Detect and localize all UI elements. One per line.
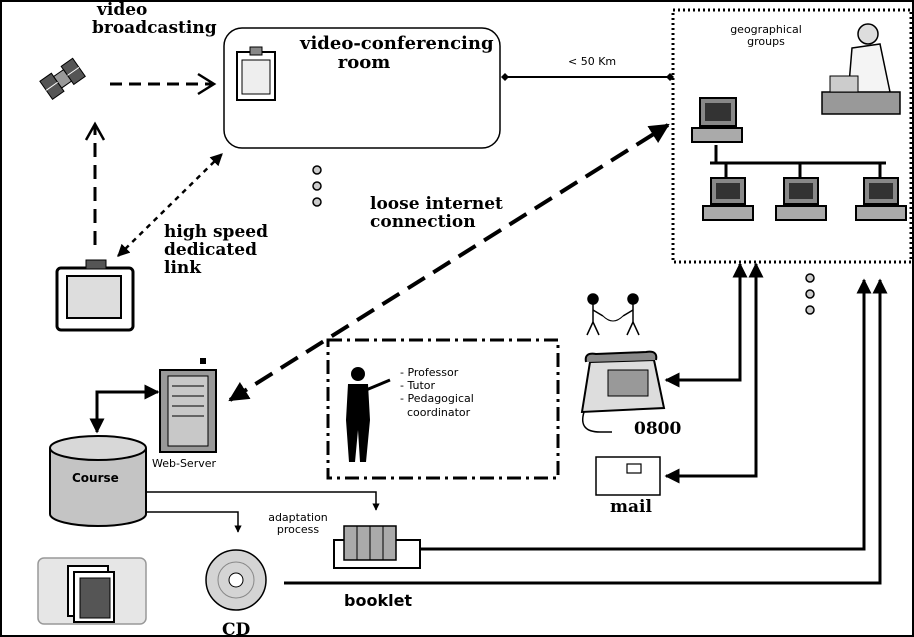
- roles-list: - Professor - Tutor - Pedagogical coordi…: [400, 366, 474, 419]
- mail-label: mail: [610, 497, 652, 517]
- mail-envelope-icon: [595, 456, 661, 496]
- clipboard-icon: [236, 46, 276, 101]
- person-at-desk-icon: [821, 23, 901, 115]
- video-broadcasting-label: video broadcasting: [92, 0, 217, 38]
- web-server-label: Web-Server: [152, 457, 217, 470]
- internet-connection-arrow: [228, 123, 670, 402]
- server-course-link: [89, 384, 160, 434]
- phone-link: [664, 262, 748, 388]
- mail-link: [664, 262, 764, 484]
- telephone-icon: [580, 350, 666, 433]
- high-speed-link-label: high speed dedicated link: [164, 222, 268, 278]
- booklet-link: [420, 278, 872, 551]
- adaptation-process-label: adaptation process: [268, 511, 328, 536]
- cd-link: [284, 278, 888, 585]
- course-label: Course: [72, 471, 119, 485]
- course-cd-arrow: [146, 511, 242, 533]
- presenter-icon: [346, 367, 391, 462]
- booklet-label: booklet: [344, 591, 413, 610]
- phone-number-label: 0800: [634, 419, 682, 439]
- distance-label: < 50 Km: [568, 55, 617, 68]
- web-server-icon: [159, 358, 217, 453]
- course-booklet-arrow: [146, 491, 380, 511]
- talking-people-icon: [586, 293, 640, 336]
- ellipsis-dots-room: [312, 165, 322, 207]
- tv-icon: [55, 259, 135, 332]
- geo-groups-label: geographical groups: [730, 23, 802, 48]
- loose-internet-label: loose internet connection: [370, 194, 503, 232]
- cd-label: CD: [222, 620, 251, 637]
- network-icon: [691, 97, 907, 221]
- course-database-icon: [49, 435, 147, 527]
- cd-icon: [205, 549, 267, 611]
- satellite-icon: [39, 57, 86, 100]
- staff-box: [326, 338, 560, 480]
- documents-icon: [37, 557, 147, 625]
- vc-room-label: video-conferencing room: [300, 33, 494, 73]
- dedicated-link-arrow: [117, 153, 223, 257]
- ellipsis-dots-groups: [805, 273, 815, 315]
- booklet-icon: [333, 525, 421, 569]
